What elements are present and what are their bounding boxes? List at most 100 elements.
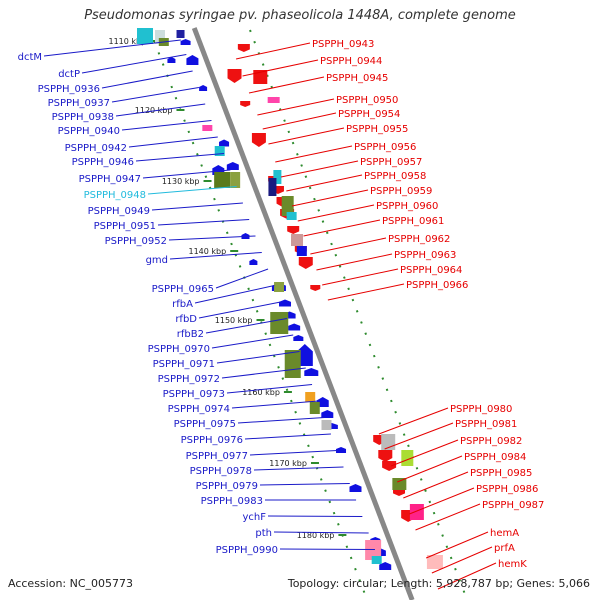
gene-label-pspph_0973[interactable]: PSPPH_0973 xyxy=(163,389,225,400)
gene-feature-red[interactable] xyxy=(287,226,300,234)
gene-feature-blue[interactable] xyxy=(186,55,199,65)
gene-label-pspph_0949[interactable]: PSPPH_0949 xyxy=(88,206,150,217)
gene-feature-blue[interactable] xyxy=(288,323,301,331)
gene-feature-blue[interactable] xyxy=(296,246,307,256)
gene-feature-blue[interactable] xyxy=(167,57,176,63)
gene-label-pspph_0983[interactable]: PSPPH_0983 xyxy=(201,496,263,507)
gene-feature-navy[interactable] xyxy=(268,178,277,196)
gene-feature-blue[interactable] xyxy=(249,259,258,265)
gene-label-pspph_0948[interactable]: PSPPH_0948 xyxy=(84,190,146,201)
gene-feature-green[interactable] xyxy=(214,172,231,188)
gene-label-pspph_0977[interactable]: PSPPH_0977 xyxy=(186,451,248,462)
gene-label-pspph_0950[interactable]: PSPPH_0950 xyxy=(336,95,398,106)
gene-feature-blue[interactable] xyxy=(336,447,347,453)
gene-feature-green[interactable] xyxy=(392,478,407,490)
gene-feature-blue[interactable] xyxy=(296,344,313,366)
gene-label-pspph_0976[interactable]: PSPPH_0976 xyxy=(181,435,243,446)
gene-feature-teal[interactable] xyxy=(137,28,153,44)
gene-feature-green[interactable] xyxy=(281,196,294,216)
gene-label-pspph_0955[interactable]: PSPPH_0955 xyxy=(346,124,408,135)
gene-label-pspph_0942[interactable]: PSPPH_0942 xyxy=(65,143,127,154)
gene-label-pspph_0971[interactable]: PSPPH_0971 xyxy=(153,359,215,370)
gene-label-pspph_0979[interactable]: PSPPH_0979 xyxy=(196,481,258,492)
gene-feature-grey[interactable] xyxy=(321,420,332,430)
gene-label-ychf[interactable]: ychF xyxy=(242,512,266,523)
gene-label-pspph_0945[interactable]: PSPPH_0945 xyxy=(326,73,388,84)
gene-label-hema[interactable]: hemA xyxy=(490,528,519,539)
gene-feature-red[interactable] xyxy=(237,44,250,52)
gene-feature-blue[interactable] xyxy=(279,299,292,307)
gene-feature-navy[interactable] xyxy=(176,30,185,38)
gene-feature-blue[interactable] xyxy=(379,562,392,570)
gene-label-pspph_0964[interactable]: PSPPH_0964 xyxy=(400,265,462,276)
gene-label-pspph_0985[interactable]: PSPPH_0985 xyxy=(470,468,532,479)
gene-label-pspph_0962[interactable]: PSPPH_0962 xyxy=(388,234,450,245)
gene-feature-teal[interactable] xyxy=(371,556,382,564)
gene-label-rfbd[interactable]: rfbD xyxy=(175,314,197,325)
gene-label-pth[interactable]: pth xyxy=(255,528,272,539)
gene-label-pspph_0960[interactable]: PSPPH_0960 xyxy=(376,201,438,212)
gene-label-pspph_0990[interactable]: PSPPH_0990 xyxy=(216,545,278,556)
gene-feature-orange[interactable] xyxy=(305,392,316,402)
gene-label-pspph_0940[interactable]: PSPPH_0940 xyxy=(58,126,120,137)
gene-label-dctp[interactable]: dctP xyxy=(58,69,80,80)
gene-label-pspph_0982[interactable]: PSPPH_0982 xyxy=(460,436,522,447)
gene-feature-green[interactable] xyxy=(230,172,241,188)
gene-label-pspph_0947[interactable]: PSPPH_0947 xyxy=(79,174,141,185)
gene-feature-blue[interactable] xyxy=(293,335,304,341)
gene-label-pspph_0938[interactable]: PSPPH_0938 xyxy=(52,112,114,123)
gene-label-pspph_0961[interactable]: PSPPH_0961 xyxy=(382,216,444,227)
gene-label-pspph_0963[interactable]: PSPPH_0963 xyxy=(394,250,456,261)
gene-label-pspph_0972[interactable]: PSPPH_0972 xyxy=(158,374,220,385)
gene-feature-blue[interactable] xyxy=(321,410,334,418)
gene-feature-green[interactable] xyxy=(274,282,285,292)
gene-label-pspph_0984[interactable]: PSPPH_0984 xyxy=(464,452,526,463)
gene-label-dctm[interactable]: dctM xyxy=(18,52,42,63)
gene-feature-red[interactable] xyxy=(298,257,313,269)
gene-label-pspph_0959[interactable]: PSPPH_0959 xyxy=(370,186,432,197)
gene-feature-blue[interactable] xyxy=(199,85,208,91)
gene-feature-red[interactable] xyxy=(253,70,268,84)
gene-label-pspph_0936[interactable]: PSPPH_0936 xyxy=(38,84,100,95)
gene-label-hemk[interactable]: hemK xyxy=(498,559,527,570)
gene-label-pspph_0980[interactable]: PSPPH_0980 xyxy=(450,404,512,415)
gene-label-pspph_0974[interactable]: PSPPH_0974 xyxy=(168,404,230,415)
gene-label-pspph_0951[interactable]: PSPPH_0951 xyxy=(94,221,156,232)
gene-feature-pink[interactable] xyxy=(365,540,382,560)
gene-label-pspph_0981[interactable]: PSPPH_0981 xyxy=(455,419,517,430)
gene-feature-green[interactable] xyxy=(309,402,320,414)
gene-feature-magenta[interactable] xyxy=(409,504,424,520)
gene-label-pspph_0956[interactable]: PSPPH_0956 xyxy=(354,142,416,153)
gene-feature-pink[interactable] xyxy=(202,125,213,131)
gene-label-pspph_0952[interactable]: PSPPH_0952 xyxy=(105,236,167,247)
gene-label-pspph_0943[interactable]: PSPPH_0943 xyxy=(312,39,374,50)
gene-feature-teal[interactable] xyxy=(273,170,282,184)
gene-feature-red[interactable] xyxy=(240,101,251,107)
gene-label-gmd[interactable]: gmd xyxy=(146,255,168,266)
gene-label-pspph_0966[interactable]: PSPPH_0966 xyxy=(406,280,468,291)
gene-feature-red[interactable] xyxy=(378,450,393,462)
gene-label-pspph_0986[interactable]: PSPPH_0986 xyxy=(476,484,538,495)
gene-feature-red[interactable] xyxy=(382,461,397,471)
gene-feature-red[interactable] xyxy=(227,69,242,83)
gene-label-pspph_0975[interactable]: PSPPH_0975 xyxy=(174,419,236,430)
gene-feature-blue[interactable] xyxy=(304,368,319,376)
gene-label-pspph_0987[interactable]: PSPPH_0987 xyxy=(482,500,544,511)
gene-feature-blue[interactable] xyxy=(226,162,239,170)
gene-feature-rose[interactable] xyxy=(291,234,304,246)
gene-feature-lime[interactable] xyxy=(401,450,414,466)
gene-feature-grey[interactable] xyxy=(155,30,165,44)
gene-label-pspph_0946[interactable]: PSPPH_0946 xyxy=(72,157,134,168)
gene-feature-red[interactable] xyxy=(251,133,266,147)
gene-label-rfbb2[interactable]: rfbB2 xyxy=(177,329,204,340)
gene-label-pspph_0954[interactable]: PSPPH_0954 xyxy=(338,109,400,120)
gene-label-pspph_0944[interactable]: PSPPH_0944 xyxy=(320,56,382,67)
gene-label-pspph_0958[interactable]: PSPPH_0958 xyxy=(364,171,426,182)
gene-feature-teal[interactable] xyxy=(286,212,297,220)
gene-label-pspph_0957[interactable]: PSPPH_0957 xyxy=(360,157,422,168)
gene-label-prfa[interactable]: prfA xyxy=(494,543,515,554)
gene-feature-pink[interactable] xyxy=(267,97,280,103)
gene-label-pspph_0970[interactable]: PSPPH_0970 xyxy=(148,344,210,355)
gene-feature-blue[interactable] xyxy=(349,484,362,492)
